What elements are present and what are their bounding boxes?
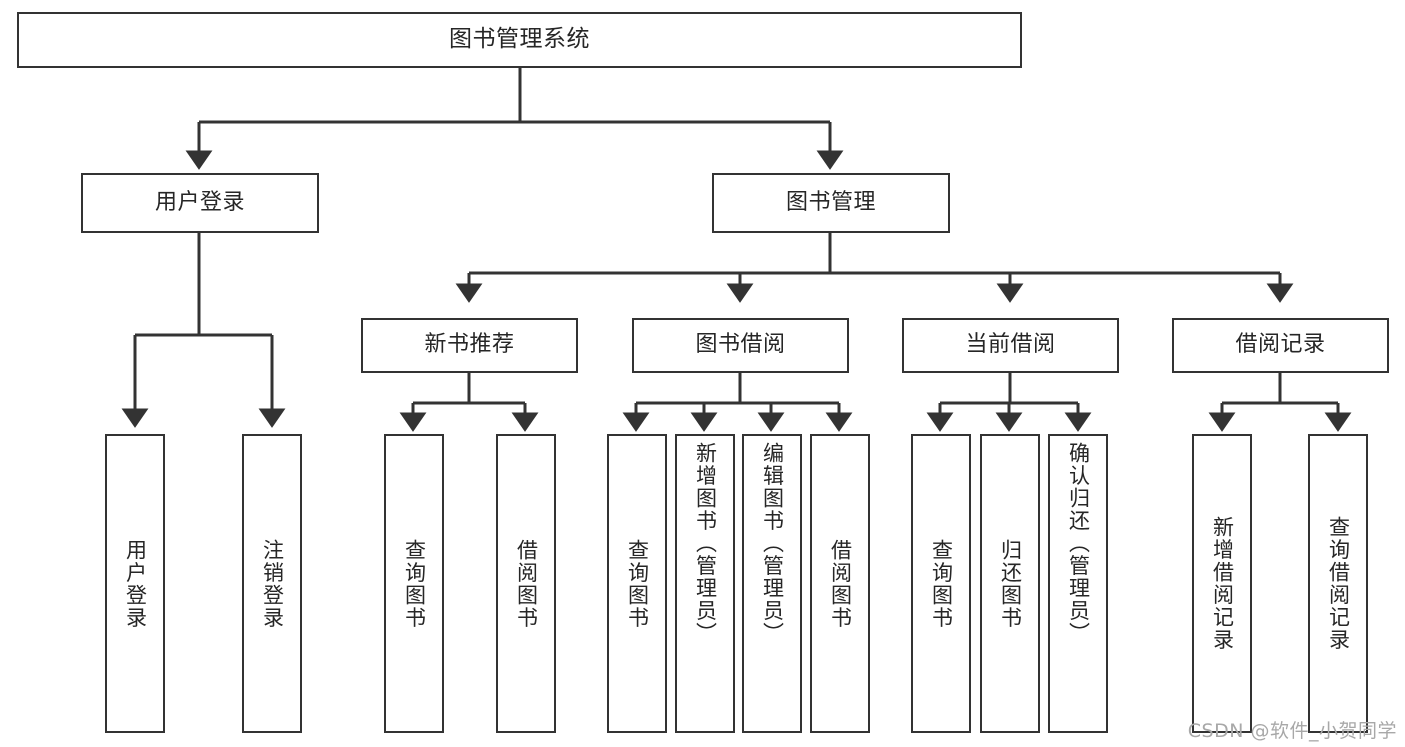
node-new-book-recommendation[interactable]: 新书推荐 (361, 318, 578, 373)
node-label: 注销登录 (260, 538, 285, 629)
leaf-book-borrow-borrow[interactable]: 借阅图书 (810, 434, 870, 733)
leaf-book-borrow-edit-admin[interactable]: 编辑图书（管理员） (742, 434, 802, 733)
node-label: 查询借阅记录 (1326, 516, 1351, 651)
node-label: 编辑图书（管理员） (760, 442, 785, 645)
leaf-new-book-query[interactable]: 查询图书 (384, 434, 444, 733)
node-label: 用户登录 (154, 189, 245, 215)
node-label: 借阅图书 (828, 538, 853, 629)
node-label: 图书管理 (785, 189, 876, 215)
node-label: 图书管理系统 (449, 26, 590, 53)
node-label: 用户登录 (123, 538, 148, 629)
node-book-management[interactable]: 图书管理 (712, 173, 950, 233)
node-label: 借阅记录 (1235, 332, 1326, 358)
leaf-borrow-record-add[interactable]: 新增借阅记录 (1192, 434, 1252, 733)
leaf-current-borrow-query[interactable]: 查询图书 (911, 434, 971, 733)
leaf-new-book-borrow[interactable]: 借阅图书 (496, 434, 556, 733)
node-label: 查询图书 (929, 538, 954, 629)
node-label: 查询图书 (402, 538, 427, 629)
leaf-current-borrow-return[interactable]: 归还图书 (980, 434, 1040, 733)
node-label: 确认归还（管理员） (1066, 442, 1091, 645)
node-borrowing-records[interactable]: 借阅记录 (1172, 318, 1389, 373)
node-label: 当前借阅 (965, 332, 1056, 358)
csdn-watermark: CSDN @软件_小贺同学 (1187, 720, 1397, 742)
node-label: 查询图书 (625, 538, 650, 629)
leaf-user-login-signout[interactable]: 注销登录 (242, 434, 302, 733)
leaf-book-borrow-add-admin[interactable]: 新增图书（管理员） (675, 434, 735, 733)
leaf-user-login-signin[interactable]: 用户登录 (105, 434, 165, 733)
node-root-book-management-system[interactable]: 图书管理系统 (17, 12, 1022, 68)
leaf-book-borrow-query[interactable]: 查询图书 (607, 434, 667, 733)
node-label: 归还图书 (998, 538, 1023, 629)
node-current-borrowing[interactable]: 当前借阅 (902, 318, 1119, 373)
leaf-current-borrow-confirm-admin[interactable]: 确认归还（管理员） (1048, 434, 1108, 733)
node-label: 借阅图书 (514, 538, 539, 629)
node-label: 新增借阅记录 (1210, 516, 1235, 651)
node-label: 图书借阅 (695, 332, 786, 358)
node-label: 新书推荐 (424, 332, 515, 358)
node-user-login[interactable]: 用户登录 (81, 173, 319, 233)
node-book-borrowing[interactable]: 图书借阅 (632, 318, 849, 373)
node-label: 新增图书（管理员） (693, 442, 718, 645)
leaf-borrow-record-query[interactable]: 查询借阅记录 (1308, 434, 1368, 733)
